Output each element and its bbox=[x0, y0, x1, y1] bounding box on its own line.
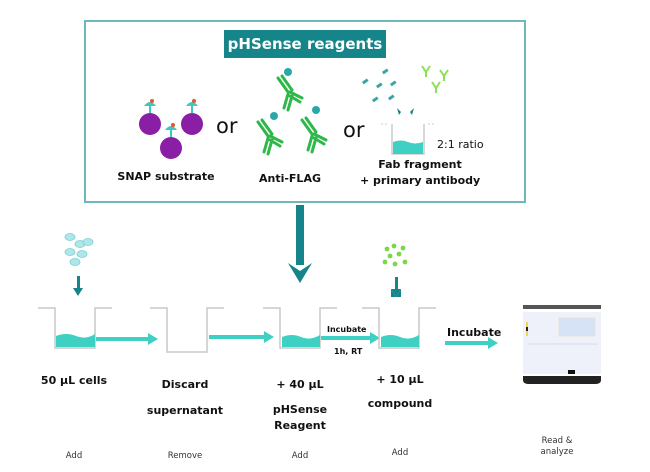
snap-molecule-1 bbox=[139, 99, 161, 135]
step-3-action: Add bbox=[291, 451, 309, 461]
step-3-sub2: Reagent bbox=[274, 419, 326, 432]
step-4-action: Add bbox=[391, 448, 409, 458]
reagents-panel bbox=[84, 20, 526, 203]
well-1 bbox=[38, 307, 112, 349]
step-5-action: Read & bbox=[541, 436, 573, 446]
antibody-1 bbox=[276, 68, 304, 112]
step-2-action: Remove bbox=[167, 451, 203, 461]
well-2 bbox=[150, 307, 224, 353]
step-1-action: Add bbox=[65, 451, 83, 461]
arrow-4 bbox=[445, 337, 498, 349]
snap-molecule-2 bbox=[181, 99, 203, 135]
incubate-label-2: Incubate bbox=[447, 326, 502, 339]
snap-molecule-3 bbox=[160, 123, 182, 159]
fab-fragments bbox=[361, 68, 397, 103]
step-4-main: + 10 µL bbox=[376, 373, 424, 386]
cells-icon bbox=[64, 233, 94, 266]
plate-reader-icon bbox=[523, 305, 601, 384]
ratio-label: 2:1 ratio bbox=[437, 138, 484, 151]
incubate-label-1: Incubate bbox=[327, 325, 367, 334]
reagents-title: pHSense reagents bbox=[224, 30, 386, 58]
step-5-action2: analyze bbox=[540, 447, 574, 457]
fab-label-1: Fab fragment bbox=[378, 158, 462, 171]
antiflag-label: Anti-FLAG bbox=[258, 172, 321, 185]
antibody-2 bbox=[256, 112, 284, 156]
fab-label-2: + primary antibody bbox=[360, 174, 481, 187]
or-text-2: or bbox=[343, 118, 365, 142]
primary-antibodies bbox=[421, 65, 449, 93]
step-3-sub: pHSense bbox=[272, 403, 328, 416]
arrow-1 bbox=[96, 333, 158, 345]
well-3 bbox=[263, 307, 337, 349]
fab-well bbox=[381, 123, 434, 155]
step-1-main: 50 µL cells bbox=[40, 374, 108, 387]
compound-icon bbox=[382, 243, 408, 267]
fab-arrows bbox=[397, 108, 414, 115]
step-2-sub: supernatant bbox=[146, 404, 224, 417]
step-4-sub: compound bbox=[367, 397, 433, 410]
incubate-detail-1: 1h, RT bbox=[334, 347, 363, 356]
step-2-main: Discard bbox=[161, 378, 209, 391]
well-4 bbox=[362, 307, 436, 349]
snap-label: SNAP substrate bbox=[117, 170, 215, 183]
compound-arrow-icon bbox=[391, 277, 401, 297]
cells-arrow-icon bbox=[73, 276, 83, 296]
arrow-3 bbox=[321, 332, 380, 344]
antibody-3 bbox=[300, 106, 328, 154]
or-text-1: or bbox=[216, 114, 238, 138]
step-3-main: + 40 µL bbox=[276, 378, 324, 391]
arrow-2 bbox=[209, 331, 274, 343]
